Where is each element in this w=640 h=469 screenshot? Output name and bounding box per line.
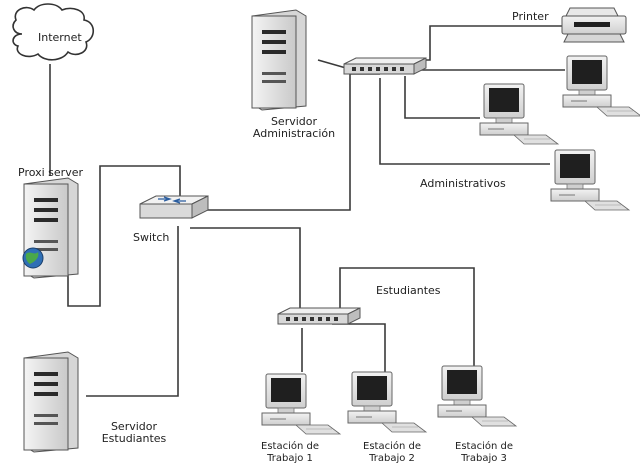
admin-server-label-line1: Servidor xyxy=(270,115,318,128)
printer-icon xyxy=(561,7,627,43)
workstation-3-label: Estación de Trabajo 3 xyxy=(444,441,524,465)
workstation-admin-lower xyxy=(550,149,630,211)
globe-icon xyxy=(22,247,44,269)
cable-switch-servidor-est xyxy=(86,226,179,397)
student-server-label-line2: Estudiantes xyxy=(101,432,167,445)
internet-label: Internet xyxy=(38,31,82,44)
workstation-2-label: Estación de Trabajo 2 xyxy=(352,441,432,465)
student-server-icon xyxy=(23,351,79,453)
workstation-1-label-line2: Trabajo 1 xyxy=(267,453,313,464)
student-server-label: Servidor Estudiantes xyxy=(94,421,174,445)
student-server-label-line1: Servidor xyxy=(110,420,158,433)
workstation-1-label: Estación de Trabajo 1 xyxy=(250,441,330,465)
workstation-3-label-line1: Estación de xyxy=(455,441,513,452)
cloud-icon xyxy=(12,3,95,61)
estudiantes-label: Estudiantes xyxy=(376,284,441,297)
workstation-3-label-line2: Trabajo 3 xyxy=(461,453,507,464)
workstation-admin-right xyxy=(562,55,640,117)
workstation-3 xyxy=(437,365,517,427)
workstation-2-label-line1: Estación de xyxy=(363,441,421,452)
cable-switch-student-hub xyxy=(190,227,301,318)
network-cables xyxy=(49,25,565,397)
cable-hub-ws3 xyxy=(339,267,475,372)
cable-hub-ws-mid xyxy=(404,76,480,119)
student-hub-icon xyxy=(277,307,361,325)
cable-hub-ws-low xyxy=(379,78,550,165)
cable-hub-printer xyxy=(412,25,562,61)
workstation-admin-middle xyxy=(479,83,559,145)
cable-hub-ws2 xyxy=(332,323,386,372)
administrativos-label: Administrativos xyxy=(420,177,506,190)
workstation-2-label-line2: Trabajo 2 xyxy=(369,453,415,464)
network-hub-icon xyxy=(343,57,427,75)
admin-server-label-line2: Administración xyxy=(252,127,336,140)
workstation-1-label-line1: Estación de xyxy=(261,441,319,452)
admin-server-icon xyxy=(251,9,307,111)
printer-label: Printer xyxy=(512,10,549,23)
workstation-1 xyxy=(261,373,341,435)
cable-admin-server-hub xyxy=(317,59,347,69)
proxy-server-label: Proxi server xyxy=(18,166,83,179)
admin-server-label: Servidor Administración xyxy=(238,116,350,140)
workstation-2 xyxy=(347,371,427,433)
switch-label: Switch xyxy=(133,231,170,244)
cable-proxy-switch xyxy=(67,165,181,307)
network-switch-icon xyxy=(139,195,209,219)
